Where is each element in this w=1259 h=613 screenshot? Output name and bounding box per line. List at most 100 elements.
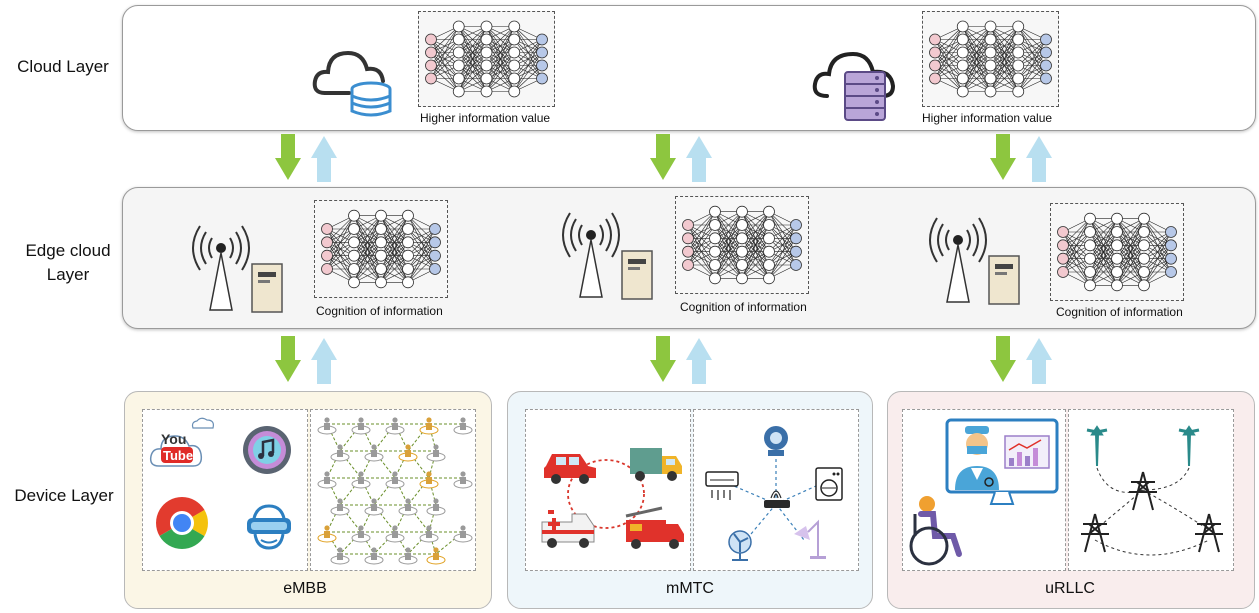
nn-connection [1143,231,1172,273]
nn-connection [458,26,487,79]
user-node-icon [351,525,371,543]
nn-node [1138,266,1150,278]
youtube-icon: You Tube [149,417,214,467]
nn-node [508,59,521,72]
nn-node [1138,212,1150,225]
nn-connection [1116,258,1145,286]
user-node-icon [453,417,473,435]
nn-node [984,46,997,59]
nn-connection [962,26,991,79]
nn-connection [768,224,797,266]
arrow-pair-cloud-edge-right [990,134,1052,182]
nn-connection [430,26,459,53]
edge-layer-label: Edge cloud Layer [8,239,128,287]
nn-node [956,85,969,98]
nn-connection [353,255,382,283]
down-arrow [990,134,1016,180]
nn-node [790,245,802,258]
nn-node [736,219,748,231]
nn-connection [1018,52,1047,92]
nn-node [402,223,414,235]
nn-node [402,276,414,289]
user-node-icon [385,471,405,489]
wind-turbine-icon-right [1178,425,1200,466]
nn-node [429,263,441,275]
nn-node [480,33,493,46]
nn-connection [1062,231,1091,273]
embb-label: eMBB [283,580,327,597]
arrow-pair-cloud-edge-middle [650,134,712,182]
nn-node [956,20,969,33]
nn-connection [990,26,1019,53]
nn-node [929,72,941,85]
nn-node [736,272,748,285]
up-arrow [1026,338,1052,384]
nn-connection [934,26,963,66]
nn-node [402,236,414,249]
nn-node [429,249,441,262]
nn-connection [353,228,382,283]
nn-node [1040,72,1052,85]
nn-node [682,245,694,258]
user-node-icon [364,444,384,462]
nn-connection [990,52,1019,92]
cloud-database-icon [312,50,392,117]
nn-connection [741,211,770,252]
nn-connection [1089,218,1118,273]
nn-node [1111,279,1123,292]
nn-connection [407,228,436,270]
nn-node [348,209,360,222]
chart-icon [1004,435,1050,469]
nn-node [480,46,493,59]
nn-connection [934,39,963,79]
telemedicine-icons [909,418,1059,566]
nn-node [790,219,802,231]
user-node-icon [419,471,439,489]
nn-node [452,59,465,72]
nn-connection [1143,231,1172,259]
nn-connection [1116,231,1145,286]
nn-node [348,223,360,235]
cloud-caption-right: Higher information value [922,111,1053,125]
nn-connection [514,65,543,92]
nn-node [1165,252,1177,265]
nn-connection [353,242,382,283]
nn-node [452,72,465,85]
car-icon [544,454,596,484]
wheelchair-patient-icon [909,496,962,566]
nn-connection [513,39,543,92]
nn-node [984,85,997,98]
music-player-icon [243,426,291,474]
user-node-icon [398,498,418,516]
nn-connection [1116,218,1145,259]
nn-connection [1089,231,1118,286]
edge-neural-network-left [314,200,448,298]
nn-connection [962,39,991,92]
youtube-you-text: You [161,431,186,447]
nn-connection [486,52,515,92]
nn-node [682,219,694,231]
down-arrow [990,336,1016,382]
nn-connection [714,251,743,279]
arrow-pair-cloud-edge-left [275,134,337,182]
nn-connection [962,52,991,92]
wind-turbine-icon-left [1086,425,1108,466]
nn-node [375,209,387,222]
nn-connection [1143,231,1172,286]
nn-connection [486,26,515,79]
arrow-pair-edge-device-middle [650,336,712,384]
nn-node [736,205,748,218]
nn-node [1057,252,1069,265]
nn-node [1111,226,1123,238]
nn-node [452,46,465,59]
nn-node [956,59,969,72]
nn-node [736,259,748,271]
nn-node [1084,252,1096,265]
iot-hub-icons [705,426,843,561]
nn-node [402,249,414,262]
nn-connection [1143,258,1172,286]
nn-connection [1116,245,1145,286]
nn-node [1057,239,1069,252]
nn-node [790,259,802,271]
nn-node [682,232,694,245]
